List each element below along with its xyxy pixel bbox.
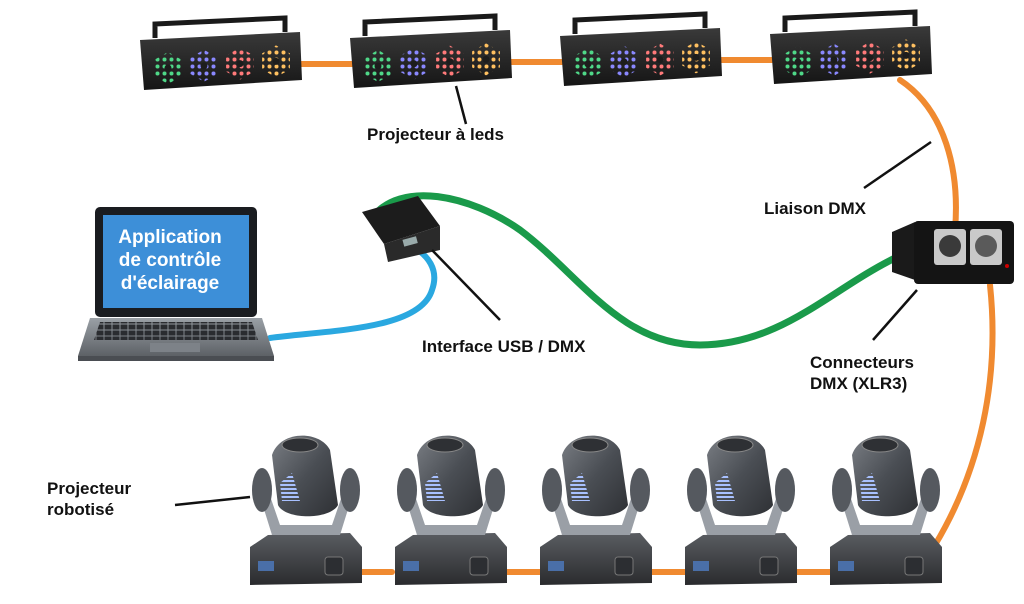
led-bar-projector: [140, 15, 302, 90]
laptop-screen-text: Application de contrôle d'éclairage: [100, 226, 240, 295]
laptop-keyboard: [94, 322, 258, 340]
bar-handle: [152, 15, 288, 38]
screen-line: Application: [118, 227, 222, 248]
moving-head-projector: [540, 435, 652, 585]
laptop-trackpad: [150, 343, 200, 352]
dmx-connector-box: [892, 221, 1014, 284]
bar-handle: [572, 11, 708, 34]
head-base: [250, 533, 362, 585]
moving-head-projector: [250, 435, 362, 585]
label-line: Projecteur: [47, 479, 132, 498]
label-line: robotisé: [47, 500, 115, 519]
usb-cable: [267, 247, 438, 341]
label-connectors: Connecteurs DMX (XLR3): [810, 352, 914, 394]
head-vent: [425, 473, 445, 501]
label-led-projector: Projecteur à leds: [367, 125, 505, 144]
screen-line: d'éclairage: [120, 273, 220, 294]
head-vent: [860, 473, 880, 501]
head-base: [830, 533, 942, 585]
led-bar-projector: [770, 9, 932, 84]
label-line: Connecteurs: [810, 353, 914, 372]
moving-head-projector: [685, 435, 797, 585]
head-base: [685, 533, 797, 585]
head-base: [540, 533, 652, 585]
bar-handle: [362, 13, 498, 36]
moving-head-projector: [830, 435, 942, 585]
label-line: DMX (XLR3): [810, 374, 908, 393]
label-usb-dmx-interface: Interface USB / DMX: [422, 337, 586, 356]
label-dmx-link: Liaison DMX: [764, 199, 867, 218]
laptop: [78, 207, 274, 361]
head-vent: [570, 473, 590, 501]
led-bar-projector: [350, 13, 512, 88]
head-vent: [280, 473, 300, 501]
pointer-lines: [174, 85, 932, 507]
head-vent: [715, 473, 735, 501]
moving-head-projector: [395, 435, 507, 585]
head-base: [395, 533, 507, 585]
laptop-screen: [103, 215, 249, 308]
led-bar-projector: [560, 11, 722, 86]
screen-line: de contrôle: [118, 250, 222, 271]
bar-handle: [782, 9, 918, 32]
dmx-link-cable: [368, 192, 899, 349]
label-robot-projector: Projecteur robotisé: [47, 478, 131, 520]
usb-dmx-interface: [362, 196, 440, 262]
